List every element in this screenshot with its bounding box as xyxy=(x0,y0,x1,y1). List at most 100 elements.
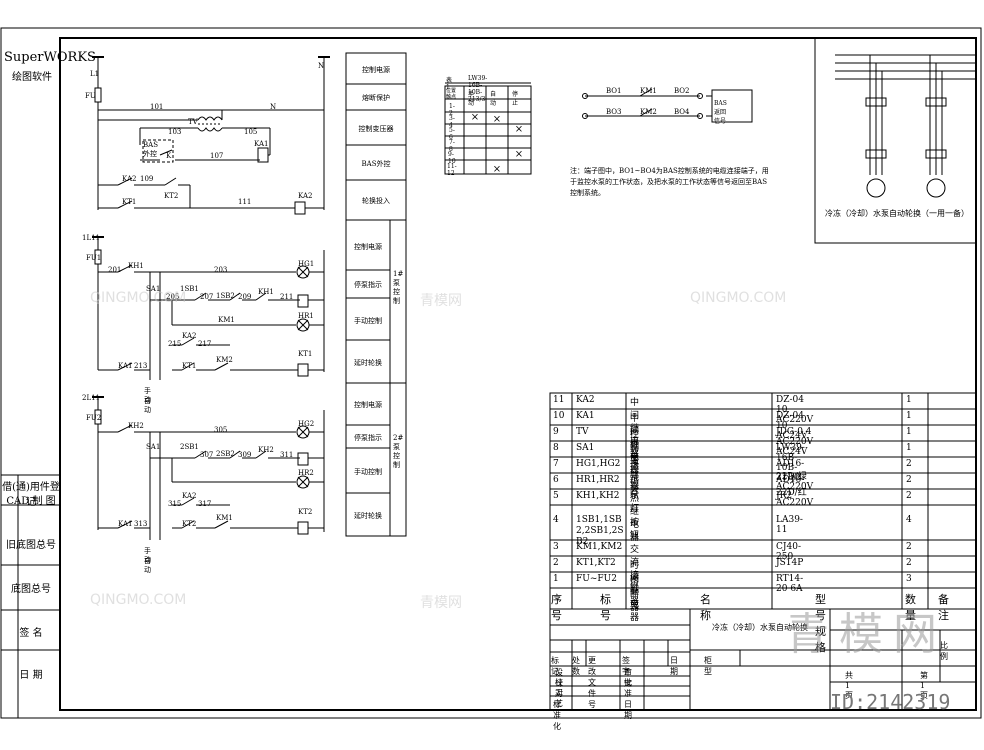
c1-KM2: KM2 xyxy=(216,356,233,364)
c1-KT1c: KT1 xyxy=(298,350,313,358)
label-107: 107 xyxy=(210,152,224,160)
c2-KA2: KA2 xyxy=(182,492,197,500)
parts-cell: 交流接触器 xyxy=(630,545,640,607)
parts-cell: 1 xyxy=(906,395,912,405)
label-109: 109 xyxy=(140,175,154,183)
parts-cell: AD16-22D/红 AC220V xyxy=(776,475,814,508)
c2-307: 307 xyxy=(200,451,214,459)
rev-head-5: 日期 xyxy=(670,656,678,676)
func-group-1: 1#泵控制 xyxy=(393,270,404,305)
c1-auto: 动 动 xyxy=(144,396,151,414)
model-label: 柜型 xyxy=(704,656,712,676)
c2-309: 309 xyxy=(238,451,252,459)
scale-label: 比 例 xyxy=(940,641,948,661)
func-box-8: 手动控制 xyxy=(354,317,382,325)
func-box-2: 熔断保护 xyxy=(362,94,390,102)
parts-cell: LA39-11 xyxy=(776,515,803,535)
rev-head-2: 处数 xyxy=(572,656,580,676)
func-box-13: 延时轮换 xyxy=(354,512,382,520)
c2-L11: 2L11 xyxy=(82,394,101,402)
sw-row-6: 11-12 xyxy=(447,163,457,177)
c1-KH1b: KH1 xyxy=(258,288,274,296)
parts-cell: 指示灯 xyxy=(630,462,640,498)
side-label-1: 借(通)用件登记 xyxy=(2,482,60,508)
label-103: 103 xyxy=(168,128,182,136)
left-row-4: 标准化 xyxy=(553,700,561,731)
bas-KM2: KM2 xyxy=(640,108,657,116)
bas-KM1: KM1 xyxy=(640,87,657,95)
sw-x-3: × xyxy=(515,124,523,135)
func-box-9: 延时轮换 xyxy=(354,359,382,367)
left-row-2: 校 对 xyxy=(555,678,563,698)
parts-cell: 2 xyxy=(906,491,912,501)
func-box-5: 轮换投入 xyxy=(362,197,390,205)
parts-cell: 熔断器 xyxy=(630,577,640,613)
c1-manual: 手 自 xyxy=(144,387,151,405)
parts-cell: 3 xyxy=(553,542,559,552)
watermark-id: ID:2142319 xyxy=(830,690,951,714)
rev-head-1: 标记 xyxy=(551,656,559,676)
c2-manual: 手 自 xyxy=(144,547,151,565)
parts-cell: 2 xyxy=(906,459,912,469)
label-wN: N xyxy=(270,103,277,111)
func-box-1: 控制电源 xyxy=(362,66,390,74)
parts-cell: 1 xyxy=(906,443,912,453)
parts-cell: LW39-16B-10B-213/3 xyxy=(776,443,805,483)
parts-cell: 6 xyxy=(553,475,559,485)
c1-215: 215 xyxy=(168,340,182,348)
c2-KT2c: KT2 xyxy=(298,508,313,516)
bas-BO2: BO2 xyxy=(674,87,690,95)
c1-205: 205 xyxy=(166,293,180,301)
parts-cell: 1SB1,1SB2,2SB1,2SB2 xyxy=(576,515,624,547)
side-label-3: 旧底图总号 xyxy=(6,540,56,551)
c1-FU1: FU1 xyxy=(86,254,102,262)
c2-KA1: KA1 xyxy=(118,520,133,528)
c2-305: 305 xyxy=(214,426,228,434)
sw-row-5: 9-10 xyxy=(448,151,456,165)
label-bas: BAS外控 xyxy=(143,141,158,158)
label-TV: TV xyxy=(188,118,198,126)
c2-317: 317 xyxy=(198,500,212,508)
parts-cell: 2 xyxy=(553,558,559,568)
c1-HR1: HR1 xyxy=(298,312,314,320)
drawing-title: 冷冻（冷却）水泵自动轮换 xyxy=(712,623,808,632)
rev-head-3: 更改文件号 xyxy=(588,656,596,709)
label-105: 105 xyxy=(244,128,258,136)
label-KT2: KT2 xyxy=(164,192,179,200)
parts-cell: HG1,HG2 xyxy=(576,459,621,469)
right-row-3: 日 期 xyxy=(624,700,632,720)
parts-header: 型号规格 xyxy=(815,593,826,654)
parts-cell: 4 xyxy=(553,515,559,525)
c2-315: 315 xyxy=(168,500,182,508)
c1-201: 201 xyxy=(108,266,122,274)
parts-cell: AD16-22D/绿 AC220V xyxy=(776,459,814,492)
c2-KM1: KM1 xyxy=(216,514,233,522)
func-box-4: BAS外控 xyxy=(361,160,391,168)
c2-SB2: 2SB2 xyxy=(216,450,235,458)
parts-cell: 中间继电器 xyxy=(630,398,640,460)
parts-cell: 转换开关 xyxy=(630,446,640,495)
c2-KH2b: KH2 xyxy=(258,446,274,454)
parts-cell: KM1,KM2 xyxy=(576,542,623,552)
parts-cell: CJ40-250 xyxy=(776,542,801,562)
watermark-4: QINGMO.COM xyxy=(90,592,187,608)
sw-head-3: 自动 xyxy=(490,91,497,107)
sw-head-1: 位置 触点 xyxy=(446,88,457,100)
parts-cell: DZ-04 10 AC220V xyxy=(776,395,814,425)
sw-x-1: × xyxy=(493,114,501,125)
sw-head-4: 停止 xyxy=(512,91,519,107)
parts-cell: JS14P xyxy=(776,558,804,568)
parts-cell: TV xyxy=(576,427,589,437)
label-K: K xyxy=(166,152,172,160)
parts-cell: 7 xyxy=(553,459,559,469)
func-box-12: 手动控制 xyxy=(354,468,382,476)
c2-311: 311 xyxy=(280,451,294,459)
motor-title: 冷冻（冷却）水泵自动轮换（一用一备） xyxy=(825,209,969,218)
func-group-2: 2#泵控制 xyxy=(393,434,404,469)
parts-cell: 8 xyxy=(553,443,559,453)
brand-subtitle: 绘图软件 xyxy=(12,72,52,83)
label-KA2b: KA2 xyxy=(298,192,313,200)
parts-cell: 1 xyxy=(906,411,912,421)
parts-cell: 时间继电器 xyxy=(630,561,640,623)
